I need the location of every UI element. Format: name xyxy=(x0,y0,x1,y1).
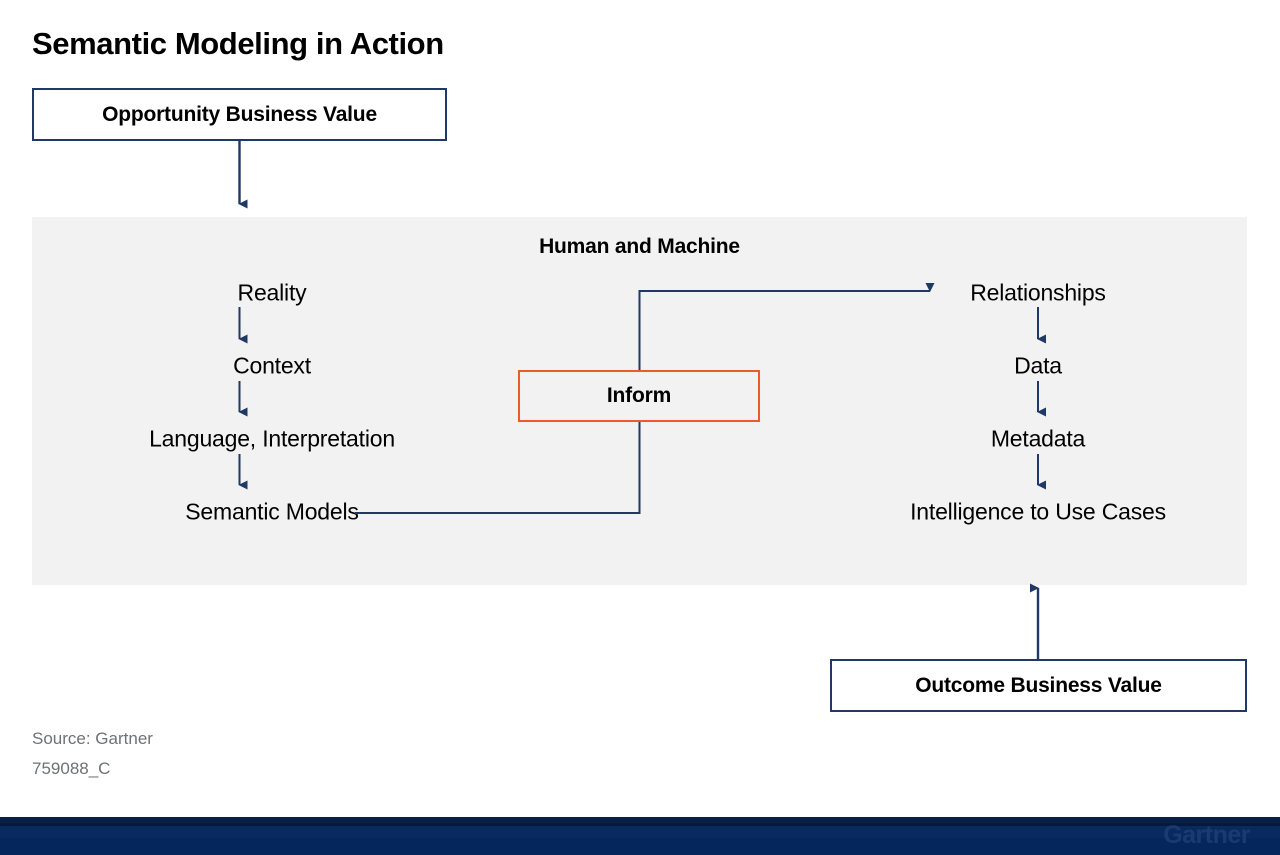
node-semantic-models: Semantic Models xyxy=(185,498,359,525)
node-context: Context xyxy=(233,352,311,379)
node-reality: Reality xyxy=(237,279,307,306)
node-language-interpretation: Language, Interpretation xyxy=(149,425,395,452)
opportunity-business-value-box[interactable]: Opportunity Business Value xyxy=(32,88,447,141)
inform-box[interactable]: Inform xyxy=(518,370,760,422)
bar-stripe-top xyxy=(0,817,1280,823)
inform-label: Inform xyxy=(606,384,672,407)
bar-stripe-lower xyxy=(0,826,1280,838)
outcome-business-value-box[interactable]: Outcome Business Value xyxy=(830,659,1247,712)
page-title: Semantic Modeling in Action xyxy=(32,26,444,61)
bar-stripe-mid xyxy=(0,823,1280,826)
node-intelligence-to-use-cases: Intelligence to Use Cases xyxy=(910,498,1166,525)
panel-heading: Human and Machine xyxy=(539,235,740,258)
node-metadata: Metadata xyxy=(990,425,1086,452)
human-and-machine-panel: Human and Machine Reality Context Langua… xyxy=(32,217,1247,585)
source-note: Source: Gartner xyxy=(32,729,153,748)
bottom-brand-bar: Gartner xyxy=(0,817,1280,855)
outcome-business-value-label: Outcome Business Value xyxy=(915,673,1162,697)
opportunity-business-value-label: Opportunity Business Value xyxy=(102,102,377,126)
gartner-logo: Gartner xyxy=(1163,821,1250,849)
document-id: 759088_C xyxy=(32,759,111,778)
node-data: Data xyxy=(1014,352,1062,379)
node-relationships: Relationships xyxy=(970,279,1106,306)
